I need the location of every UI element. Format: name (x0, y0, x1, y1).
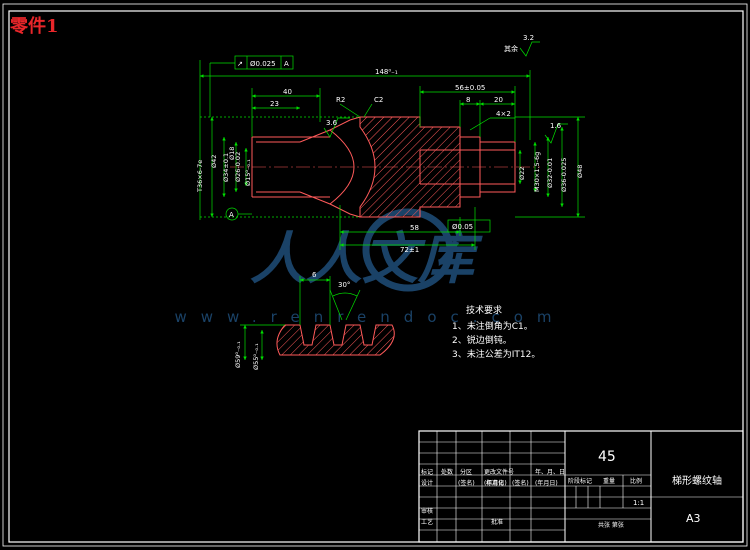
dim-40: 40 (283, 88, 292, 96)
tb-gengwenjian: 更改文件号 (484, 468, 514, 476)
tol-value: Ø0.025 (250, 60, 276, 68)
dim-d36: Ø36-0.025 (560, 158, 568, 192)
dim-56: 56±0.05 (455, 84, 485, 92)
tb-fenqu: 分区 (460, 468, 472, 476)
tb-sheet-size: A3 (686, 512, 701, 525)
dim-pitch-6: 6 (312, 271, 317, 279)
watermark-url: www.renrendoc.com (174, 308, 565, 326)
tb-sheji-date: (年月日) (484, 479, 507, 487)
part-label: 零件1 (10, 16, 59, 37)
dim-ra36: 3.6 (326, 119, 338, 127)
dim-thread-left: T36×6-7e (196, 160, 204, 193)
dim-d55: Ø55⁰₋₀.₁ (252, 343, 260, 370)
tech-req-title: 技术要求 (466, 304, 502, 316)
dim-58: 58 (410, 224, 419, 232)
tb-biaozhun-sig: (签名) (512, 479, 529, 487)
tech-requirements: 技术要求 1、未注倒角为C1。 2、锐边倒钝。 3、未注公差为IT12。 (452, 304, 540, 360)
dim-c2: C2 (374, 96, 383, 104)
dim-angle-30: 30° (338, 281, 350, 289)
dim-r2: R2 (336, 96, 345, 104)
tech-req-item-1: 1、未注倒角为C1。 (452, 320, 533, 332)
tech-req-item-3: 3、未注公差为IT12。 (452, 348, 540, 360)
title-block (418, 430, 744, 543)
roughness-other-value: 3.2 (523, 34, 534, 42)
dim-20: 20 (494, 96, 503, 104)
tol-symbol: ↗ (237, 60, 243, 68)
tech-req-item-2: 2、锐边倒钝。 (452, 334, 512, 346)
dim-4x2: 4×2 (496, 110, 511, 118)
tb-sheet-count: 共张 第张 (598, 521, 624, 529)
cone-top (299, 116, 361, 143)
tb-weight-hdr: 重量 (603, 477, 615, 485)
dim-d42: Ø42 (210, 155, 218, 168)
roughness-other: 其余 (504, 44, 518, 53)
tb-scale: 1:1 (633, 499, 644, 507)
dimensions (199, 41, 585, 250)
tb-biaozhun-date: (年月日) (535, 479, 558, 487)
dim-d48: Ø48 (576, 165, 584, 178)
dim-d32: Ø32-0.01 (546, 158, 554, 188)
dim-runout: Ø0.05 (452, 223, 473, 231)
outer-border (2, 3, 748, 547)
tb-material: 45 (598, 449, 616, 465)
tb-stage-hdr: 阶段标记 (568, 477, 592, 485)
dim-d22: Ø22 (518, 167, 526, 180)
dim-d59: Ø59⁰₋₀.₁ (234, 341, 242, 368)
datum-a: A (229, 211, 234, 219)
watermark: 人人文库 www.renrendoc.com (174, 208, 565, 326)
dim-d18: Ø18 (228, 147, 236, 160)
tb-pizhun: 批准 (491, 518, 503, 526)
thread-detail: 6 30° Ø59⁰₋₀.₁ Ø55⁰₋₀.₁ (234, 271, 395, 370)
tb-part-name: 梯形螺纹轴 (672, 474, 722, 487)
dimension-texts: 148⁰₋₁ 40 23 56±0.05 8 20 4×2 R2 C2 3.6 … (196, 34, 584, 254)
inner-border (8, 10, 744, 543)
dim-overall: 148⁰₋₁ (375, 68, 398, 76)
dim-ra16: 1.6 (550, 122, 562, 130)
cone-bottom (299, 191, 361, 218)
dim-d34: Ø34±0.1 (222, 153, 230, 182)
tb-shenhe: 审核 (421, 507, 433, 515)
tb-chushu: 处数 (441, 468, 453, 476)
dim-23: 23 (270, 100, 279, 108)
dim-8: 8 (466, 96, 470, 104)
dim-d15: Ø15⁰₋₀.₁ (244, 159, 252, 186)
tb-sheji-sig: (签名) (458, 479, 475, 487)
dim-m30: M30×1.5-6g (533, 152, 541, 192)
tb-biaoji: 标记 (421, 468, 433, 476)
dim-72: 72±1 (400, 246, 419, 254)
tb-nianyueri: 年、月、日 (535, 468, 565, 476)
title-block-text: 标记 处数 分区 更改文件号 年、月、日 设计 (签名) (年月日) 标准化 (… (421, 449, 722, 529)
tb-biaozhunhua: 标准化 (486, 479, 504, 487)
tol-datum: A (284, 60, 289, 68)
tb-gongyi: 工艺 (421, 518, 433, 526)
dim-d26: Ø26-0.02 (234, 152, 242, 182)
thread-profile (276, 324, 395, 356)
tb-sheji: 设计 (421, 479, 433, 487)
tb-scale-hdr: 比例 (630, 477, 642, 485)
